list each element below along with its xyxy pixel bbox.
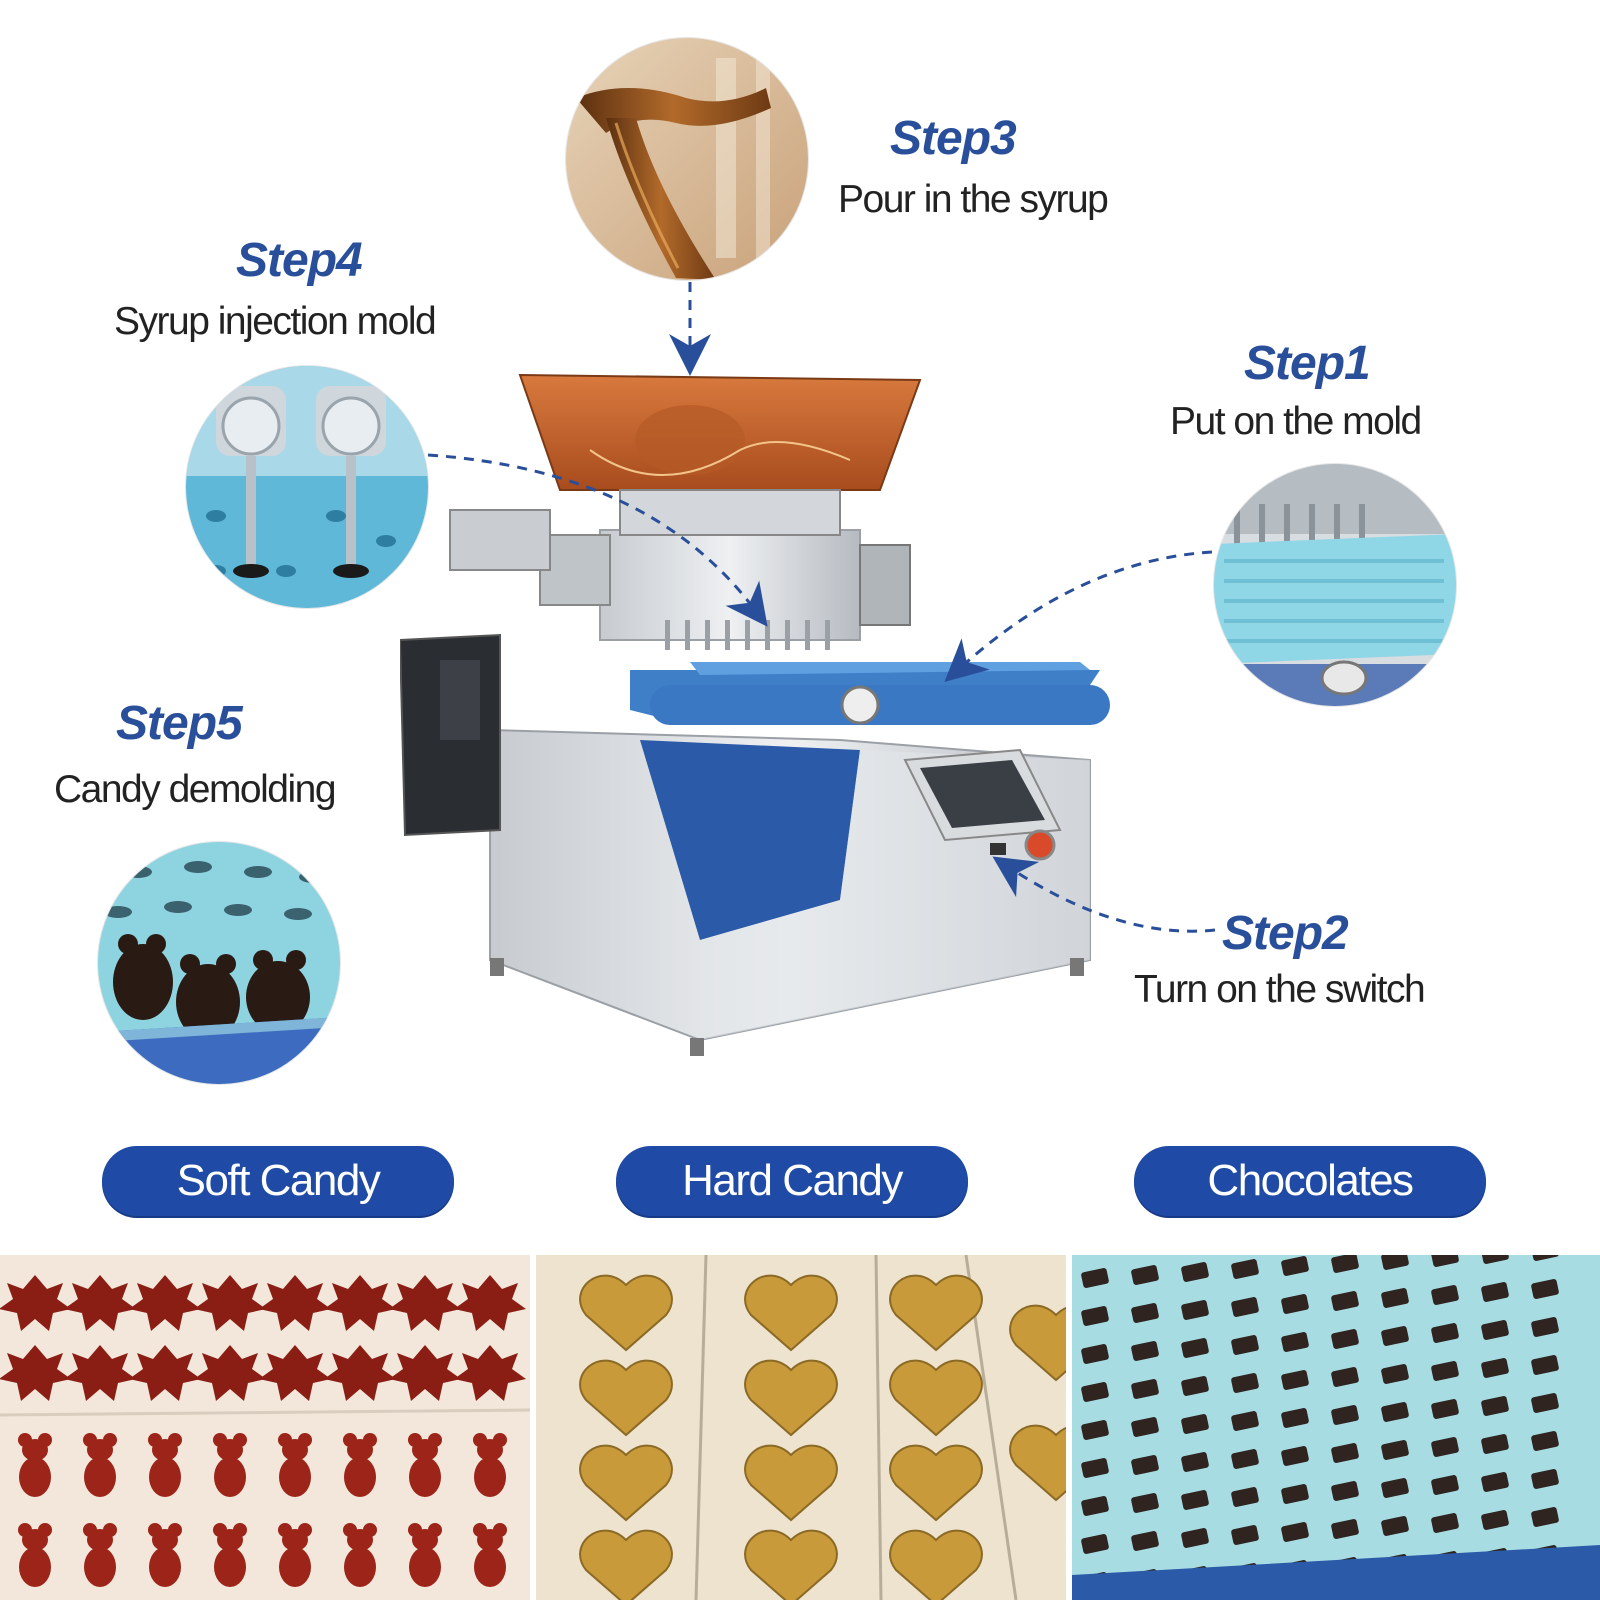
mold-tray-image bbox=[1214, 464, 1456, 706]
hard-candy-photo bbox=[536, 1255, 1066, 1600]
category-soft-candy: Soft Candy bbox=[102, 1146, 454, 1216]
soft-candy-photo bbox=[0, 1255, 530, 1600]
step1-desc: Put on the mold bbox=[1170, 400, 1422, 443]
chocolates-photo bbox=[1072, 1255, 1600, 1600]
syrup-pour-image bbox=[566, 38, 808, 280]
demolded-candy-image bbox=[98, 842, 340, 1084]
step3-title: Step3 bbox=[890, 112, 1017, 165]
step5-desc: Candy demolding bbox=[54, 768, 337, 811]
step4-title: Step4 bbox=[236, 234, 363, 287]
category-hard-candy: Hard Candy bbox=[616, 1146, 968, 1216]
step4-desc: Syrup injection mold bbox=[114, 300, 437, 343]
step2-title: Step2 bbox=[1222, 907, 1349, 960]
candy-depositor-machine bbox=[400, 373, 1110, 1056]
category-chocolates: Chocolates bbox=[1134, 1146, 1486, 1216]
process-arrows bbox=[427, 282, 1216, 933]
step1-title: Step1 bbox=[1244, 337, 1371, 390]
step3-desc: Pour in the syrup bbox=[838, 178, 1109, 221]
step2-desc: Turn on the switch bbox=[1134, 968, 1426, 1011]
step5-title: Step5 bbox=[116, 697, 243, 750]
